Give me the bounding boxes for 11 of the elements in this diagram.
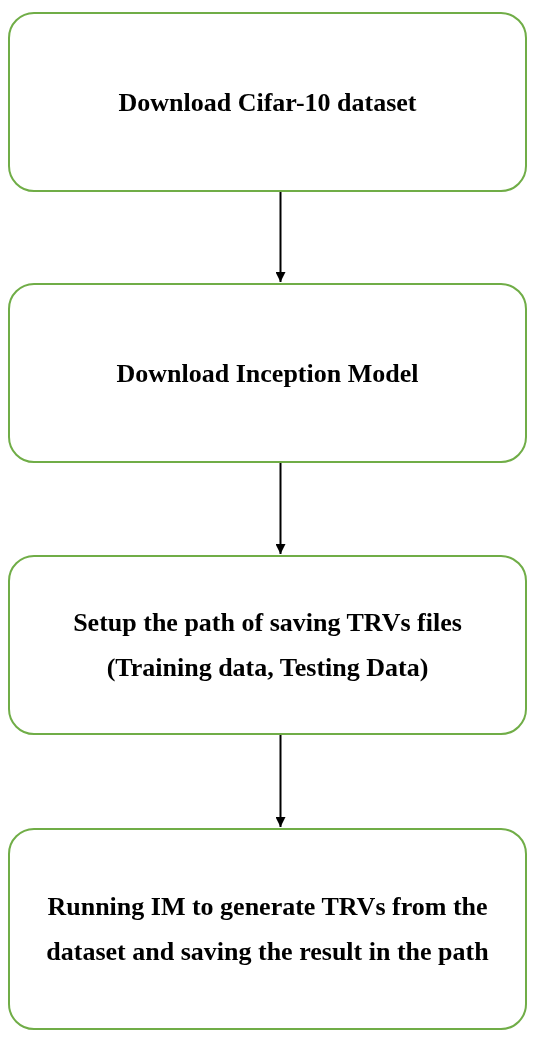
step-label: Setup the path of saving TRVs files (Training data, Testing Data) xyxy=(72,607,463,684)
arrow xyxy=(275,191,286,283)
process-box xyxy=(8,828,527,1030)
process-box xyxy=(8,12,527,192)
arrow xyxy=(275,462,286,555)
process-box xyxy=(8,283,527,463)
arrow xyxy=(275,734,286,828)
process-box xyxy=(8,555,527,735)
step-label: Running IM to generate TRVs from the dataset and saving the result in the path xyxy=(45,891,490,968)
step-label: Download Cifar-10 dataset xyxy=(118,86,417,119)
step-label: Download Inception Model xyxy=(116,357,419,390)
